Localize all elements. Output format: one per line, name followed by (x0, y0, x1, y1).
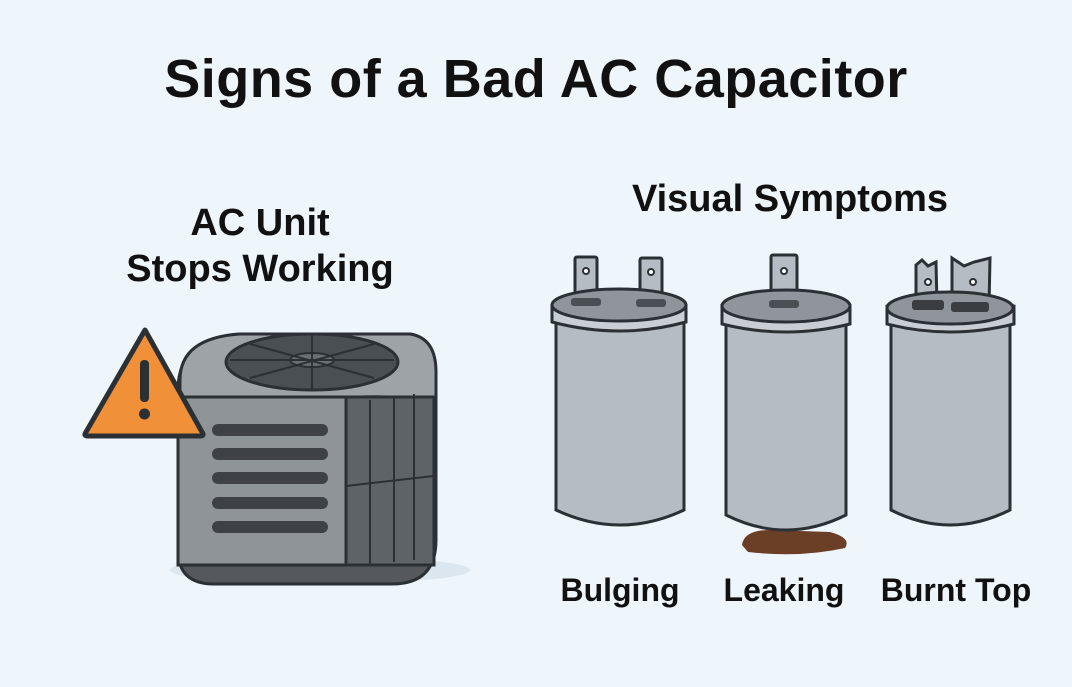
ac-unit-icon (170, 332, 470, 586)
caption-line-1: AC Unit (190, 202, 330, 244)
capacitor-bulging-icon (550, 255, 688, 527)
page-title: Signs of a Bad AC Capacitor (164, 49, 908, 109)
symptom-label-burnt-top: Burnt Top (880, 572, 1032, 608)
caption-line-2: Stops Working (126, 248, 394, 290)
capacitor-burnt-top-icon (885, 255, 1016, 527)
capacitor-leaking-icon (720, 253, 852, 555)
visual-symptoms-heading: Visual Symptoms (631, 178, 949, 220)
symptom-label-leaking: Leaking (723, 572, 845, 608)
ac-unit-caption: AC Unit Stops Working (90, 200, 430, 292)
symptom-label-bulging: Bulging (560, 572, 680, 608)
warning-icon (82, 327, 206, 439)
